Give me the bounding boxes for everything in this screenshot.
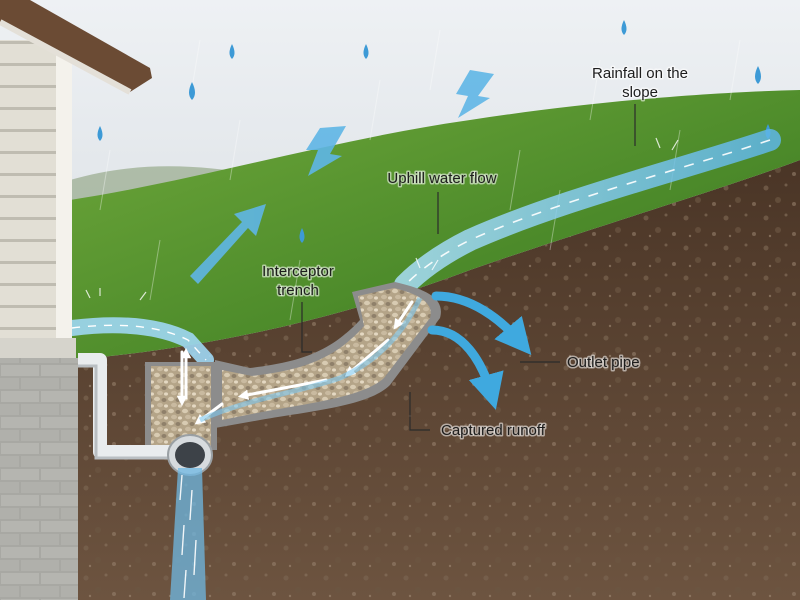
raindrop-icon: [229, 44, 235, 59]
rain-streaks: [99, 29, 741, 321]
label-outlet-pipe: Outlet pipe: [567, 354, 640, 371]
label-rainfall-line2: slope: [622, 84, 658, 101]
label-captured-runoff: Captured runoff: [441, 422, 546, 439]
label-interceptor-line2: trench: [277, 282, 319, 299]
outlet-arrows: [427, 291, 532, 410]
downspout-pipe: [78, 353, 175, 459]
raindrop-icon: [97, 126, 103, 141]
splash-marks: [85, 137, 679, 301]
zigzag-arrow-icon: [306, 126, 346, 176]
soil-texture: [70, 160, 800, 600]
discharge-dashes: [179, 474, 197, 599]
grass-slope: [70, 90, 800, 360]
trench-water-stream: [198, 296, 423, 423]
raindrop-icon: [621, 20, 627, 35]
leader-captured-runoff: [409, 392, 430, 431]
house-roof: [0, 0, 152, 92]
label-rainfall-line1: Rainfall on the: [592, 65, 688, 82]
label-uphill-flow: Uphill water flow: [387, 170, 496, 187]
roof-gutter: [0, 19, 132, 95]
raindrop-icon: [755, 66, 761, 84]
raindrop-icon: [189, 82, 195, 100]
raindrop-icon: [299, 228, 305, 243]
zigzag-arrow-icon: [456, 70, 494, 118]
up-arrow-icon: [190, 204, 266, 284]
raindrop-icon: [363, 44, 369, 59]
downspout-pipe-shade: [78, 364, 175, 460]
house-foundation: [0, 358, 78, 600]
label-interceptor-line1: Interceptor: [262, 263, 334, 280]
trench-gravel: [222, 288, 431, 420]
leader-interceptor: [301, 302, 312, 353]
house-ledge: [0, 338, 76, 358]
surface-flow-dashes: [404, 139, 771, 286]
sky-arrows: [190, 70, 494, 284]
house-trim: [56, 50, 72, 340]
house-edge-water-dashes: [71, 324, 207, 361]
discharge-stream: [170, 468, 206, 600]
